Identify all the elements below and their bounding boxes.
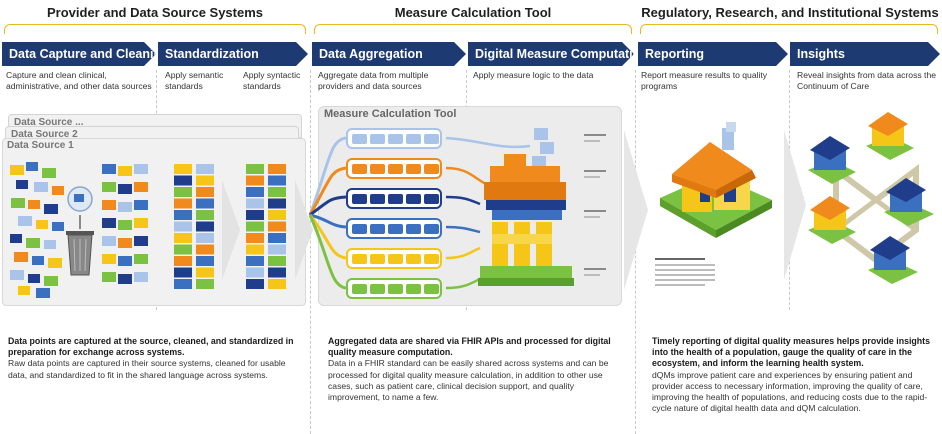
step-standardization: Standardization [158, 42, 308, 66]
report-doc-line [655, 274, 715, 276]
group-bracket-regulatory [640, 24, 938, 34]
step-desc-insights: Reveal insights from data across the Con… [797, 70, 936, 91]
data-brick [370, 194, 385, 204]
group-title-measure-tool: Measure Calculation Tool [394, 5, 552, 20]
report-doc-line [655, 284, 705, 286]
caption-regulatory: Timely reporting of digital quality meas… [652, 336, 938, 414]
data-brick [424, 134, 439, 144]
step-desc-reporting: Report measure results to quality progra… [641, 70, 768, 91]
data-brick [388, 134, 403, 144]
data-brick [388, 254, 403, 264]
flow-arrow-icon [295, 180, 313, 280]
reporting-house-illustration [660, 122, 772, 238]
step-desc-computation: Apply measure logic to the data [473, 70, 594, 80]
caption-provider-body: Raw data points are captured in their so… [8, 358, 286, 380]
step-desc-syntactic: Apply syntactic standards [243, 70, 301, 91]
data-brick [388, 194, 403, 204]
aggregation-tray [346, 248, 442, 269]
data-brick [388, 284, 403, 294]
measure-output-line [584, 274, 600, 276]
clean-data-blocks-illustration [102, 164, 148, 284]
step-data-capture: Data Capture and Cleaning [2, 42, 156, 66]
measure-computation-structure [478, 128, 574, 286]
measure-output-line [584, 134, 606, 136]
data-brick [424, 254, 439, 264]
data-source-card-1-label: Data Source 1 [7, 140, 74, 151]
data-brick [424, 284, 439, 294]
data-brick [352, 194, 367, 204]
data-brick [406, 224, 421, 234]
step-desc-aggregation: Aggregate data from multiple providers a… [318, 70, 429, 91]
caption-provider-heading: Data points are captured at the source, … [8, 336, 294, 358]
group-bracket-provider [4, 24, 306, 34]
aggregation-tray [346, 218, 442, 239]
data-brick [406, 254, 421, 264]
step-digital-measure-computation: Digital Measure Computation [468, 42, 634, 66]
data-brick [424, 194, 439, 204]
step-insights: Insights [790, 42, 940, 66]
data-brick [352, 254, 367, 264]
measure-output-line [584, 170, 606, 172]
measure-output-line [584, 210, 606, 212]
measure-output-line [584, 216, 600, 218]
raw-data-blocks-illustration [10, 162, 64, 298]
caption-regulatory-heading: Timely reporting of digital quality meas… [652, 336, 930, 369]
data-brick [406, 134, 421, 144]
data-brick [370, 164, 385, 174]
data-flow-curves [308, 136, 531, 290]
flow-arrow-icon [784, 130, 806, 280]
data-brick [370, 284, 385, 294]
measure-output-line [584, 140, 600, 142]
aggregation-tray [346, 158, 442, 179]
semantic-standard-columns [174, 164, 214, 289]
flow-arrow-icon [222, 180, 240, 280]
syntactic-standard-columns [246, 164, 286, 289]
step-reporting: Reporting [638, 42, 788, 66]
flow-arrow-icon [624, 130, 648, 290]
data-brick [388, 224, 403, 234]
data-brick [406, 164, 421, 174]
data-brick [388, 164, 403, 174]
group-bracket-measure-tool [314, 24, 632, 34]
cleaning-trash-icon [66, 186, 94, 276]
data-brick [424, 224, 439, 234]
group-title-provider: Provider and Data Source Systems [46, 5, 264, 20]
caption-regulatory-body: dQMs improve patient care and experience… [652, 369, 928, 414]
divider [310, 70, 311, 434]
report-doc-line [655, 264, 715, 266]
step-desc-data-capture: Capture and clean clinical, administrati… [6, 70, 152, 91]
data-brick [370, 254, 385, 264]
data-brick [406, 284, 421, 294]
step-data-aggregation: Data Aggregation [312, 42, 466, 66]
step-desc-semantic: Apply semantic standards [165, 70, 224, 91]
data-brick [370, 224, 385, 234]
report-doc-line [655, 258, 705, 260]
measure-output-line [584, 268, 606, 270]
data-brick [352, 164, 367, 174]
measure-output-line [584, 176, 600, 178]
data-brick [352, 224, 367, 234]
aggregation-tray [346, 278, 442, 299]
caption-measure-tool-body: Data in a FHIR standard can be easily sh… [328, 358, 609, 403]
data-brick [352, 284, 367, 294]
caption-measure-tool-heading: Aggregated data are shared via FHIR APIs… [328, 336, 611, 358]
divider [635, 70, 636, 434]
measure-tool-panel-title: Measure Calculation Tool [324, 108, 457, 120]
insights-network-illustration [808, 112, 934, 284]
aggregation-tray [346, 128, 442, 149]
report-doc-line [655, 279, 715, 281]
caption-measure-tool: Aggregated data are shared via FHIR APIs… [328, 336, 628, 403]
report-doc-line [655, 269, 715, 271]
group-title-regulatory: Regulatory, Research, and Institutional … [641, 5, 939, 20]
data-brick [370, 134, 385, 144]
caption-provider: Data points are captured at the source, … [8, 336, 304, 381]
data-brick [352, 134, 367, 144]
aggregation-tray [346, 188, 442, 209]
data-brick [406, 194, 421, 204]
data-brick [424, 164, 439, 174]
